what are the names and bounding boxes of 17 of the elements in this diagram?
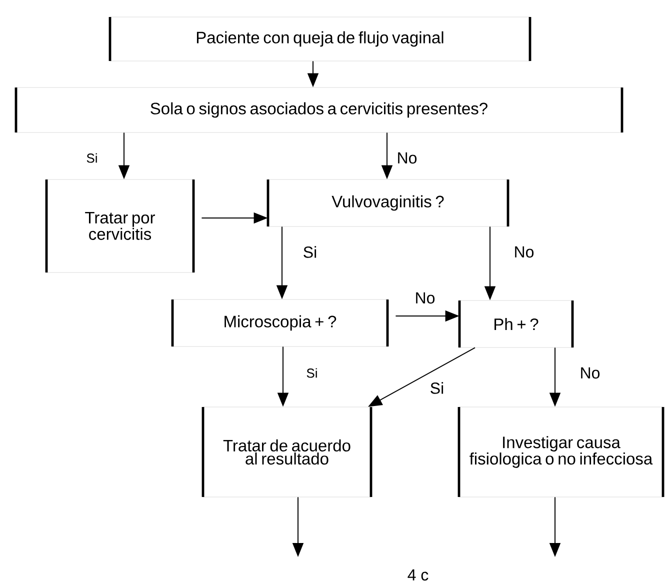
- edge-label: No: [414, 291, 436, 305]
- process-box: Ph + ?: [458, 300, 574, 348]
- edge-label: No: [396, 151, 418, 165]
- edge-label: Si: [302, 245, 318, 259]
- process-box: Vulvovaginitis ?: [266, 179, 510, 227]
- edge-label: No: [512, 245, 536, 259]
- process-box: Microscopia + ?: [171, 299, 389, 347]
- edge-label: Si: [305, 367, 319, 379]
- process-box: Tratar de acuerdo al resultado: [202, 406, 372, 498]
- process-box: Paciente con queja de flujo vaginal: [108, 16, 532, 62]
- figure-number: 4 c: [408, 569, 428, 581]
- process-box: Investigar causa fisiologica o no infecciosa: [458, 406, 664, 498]
- edge-label: Si: [428, 381, 446, 395]
- edge-label: No: [578, 366, 602, 380]
- process-box: Tratar por cervicitis: [45, 179, 195, 273]
- edge-label: Si: [85, 152, 99, 164]
- process-box: Sola o signos asociados a cervicitis presentes?: [14, 87, 624, 133]
